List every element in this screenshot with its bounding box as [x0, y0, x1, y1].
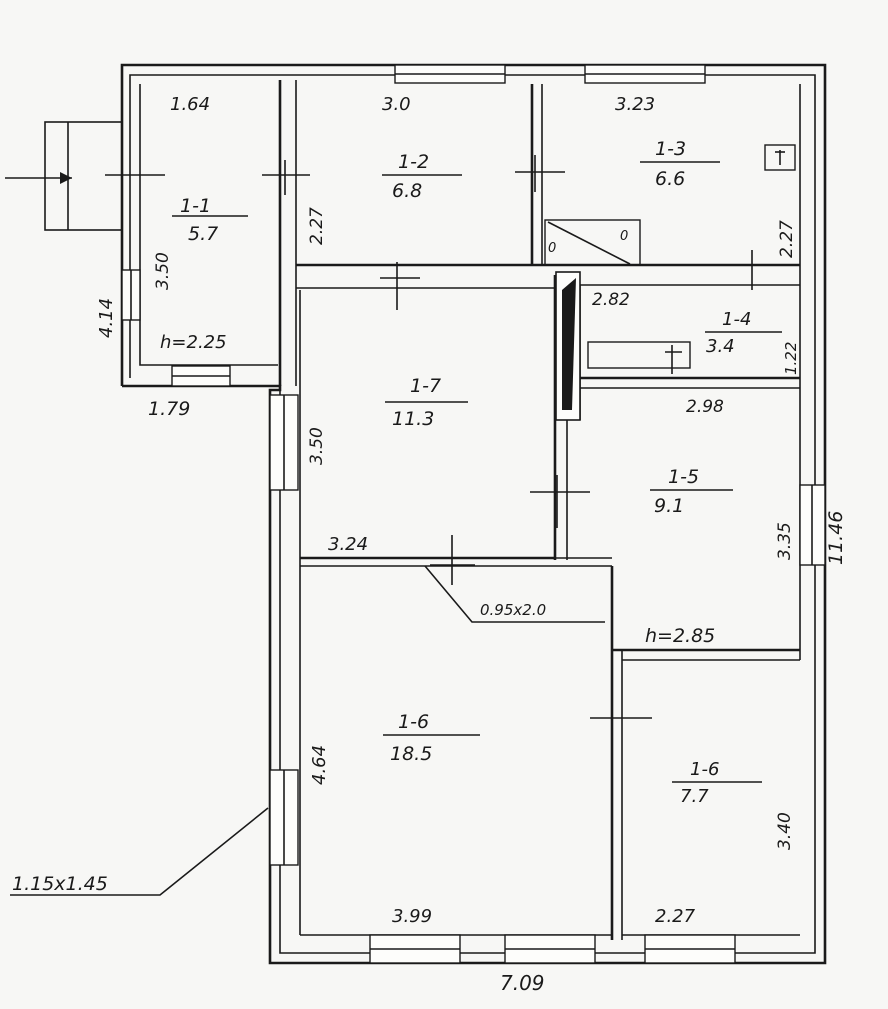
room-1-5-height: h=2.85: [645, 625, 715, 647]
room-1-7-bottom: 3.24: [328, 534, 368, 555]
door-marks: [105, 155, 753, 740]
room-1-5: 2.98 1-5 9.1 3.35 h=2.85: [645, 397, 795, 647]
room-1-2-number: 1-2: [398, 151, 429, 173]
room-1-3-width: 3.23: [615, 94, 655, 115]
room-1-4: 2.82 1-4 3.4 1.22: [592, 290, 800, 375]
stair-mark-1: 0: [548, 241, 556, 256]
room-1-1-height: h=2.25: [160, 332, 227, 353]
room-1-1-depth: 3.50: [153, 252, 173, 290]
room-1-6-small-area: 7.7: [680, 786, 709, 807]
room-1-2-area: 6.8: [392, 180, 422, 202]
room-1-4-area: 3.4: [706, 336, 735, 357]
room-1-3-number: 1-3: [655, 138, 686, 160]
outer-walls: [120, 63, 827, 965]
room-1-2-depth: 2.27: [307, 207, 327, 245]
bathtub-icon: [587, 341, 691, 369]
leader-lines: [10, 565, 605, 896]
windows: [121, 64, 826, 964]
room-1-1-bottom: 1.79: [148, 398, 190, 420]
room-1-3-area: 6.6: [655, 168, 685, 190]
door-size-label: 0.95x2.0: [480, 601, 546, 619]
room-1-5-area: 9.1: [654, 495, 684, 517]
room-1-7-number: 1-7: [410, 375, 441, 397]
room-1-6-small: 1-6 7.7 3.40 2.27: [655, 759, 795, 927]
internal-walls: [278, 80, 801, 940]
right-dimension: 11.46: [825, 511, 847, 565]
room-1-3: 3.23 1-3 6.6 2.27: [615, 94, 797, 258]
room-1-6-large-bottom: 3.99: [392, 906, 432, 927]
room-1-7-area: 11.3: [392, 408, 434, 430]
room-1-6-large-number: 1-6: [398, 711, 429, 733]
room-1-2: 3.0 1-2 6.8 2.27: [307, 94, 462, 245]
room-1-4-number: 1-4: [722, 309, 751, 330]
room-1-6-small-number: 1-6: [690, 759, 719, 780]
room-1-4-depth: 1.22: [782, 342, 800, 375]
room-1-5-width: 2.98: [686, 397, 724, 417]
room-1-1-number: 1-1: [180, 195, 211, 217]
room-1-1-width: 1.64: [170, 94, 210, 115]
room-1-5-number: 1-5: [668, 466, 699, 488]
sink-icon: [764, 144, 796, 171]
arrow-head-icon: [60, 172, 72, 184]
room-1-6-small-depth: 3.40: [775, 812, 795, 850]
window-size-label: 1.15x1.45: [12, 873, 108, 895]
left-dimension: 4.14: [96, 298, 117, 338]
entrance-porch: [5, 121, 123, 231]
fixtures: 0 0: [544, 144, 796, 374]
room-1-7-depth: 3.50: [307, 427, 327, 465]
room-1-2-width: 3.0: [382, 94, 411, 115]
room-1-1: 1.64 1-1 5.7 3.50 h=2.25 1.79: [148, 94, 248, 420]
room-1-5-depth: 3.35: [775, 522, 795, 560]
room-1-6-large-depth: 4.64: [309, 745, 330, 785]
room-1-7: 1-7 11.3 3.50 3.24: [307, 375, 468, 555]
room-1-6-small-bottom: 2.27: [655, 906, 696, 927]
room-1-1-area: 5.7: [188, 223, 218, 245]
room-1-3-depth: 2.27: [777, 220, 797, 258]
stair-box: [544, 219, 641, 266]
overall-width: 7.09: [500, 971, 545, 995]
room-1-4-width: 2.82: [592, 290, 630, 310]
stair-mark-2: 0: [620, 229, 628, 244]
room-1-6-large-area: 18.5: [390, 743, 432, 765]
room-1-6-large: 1-6 18.5 4.64 3.99: [309, 711, 480, 927]
